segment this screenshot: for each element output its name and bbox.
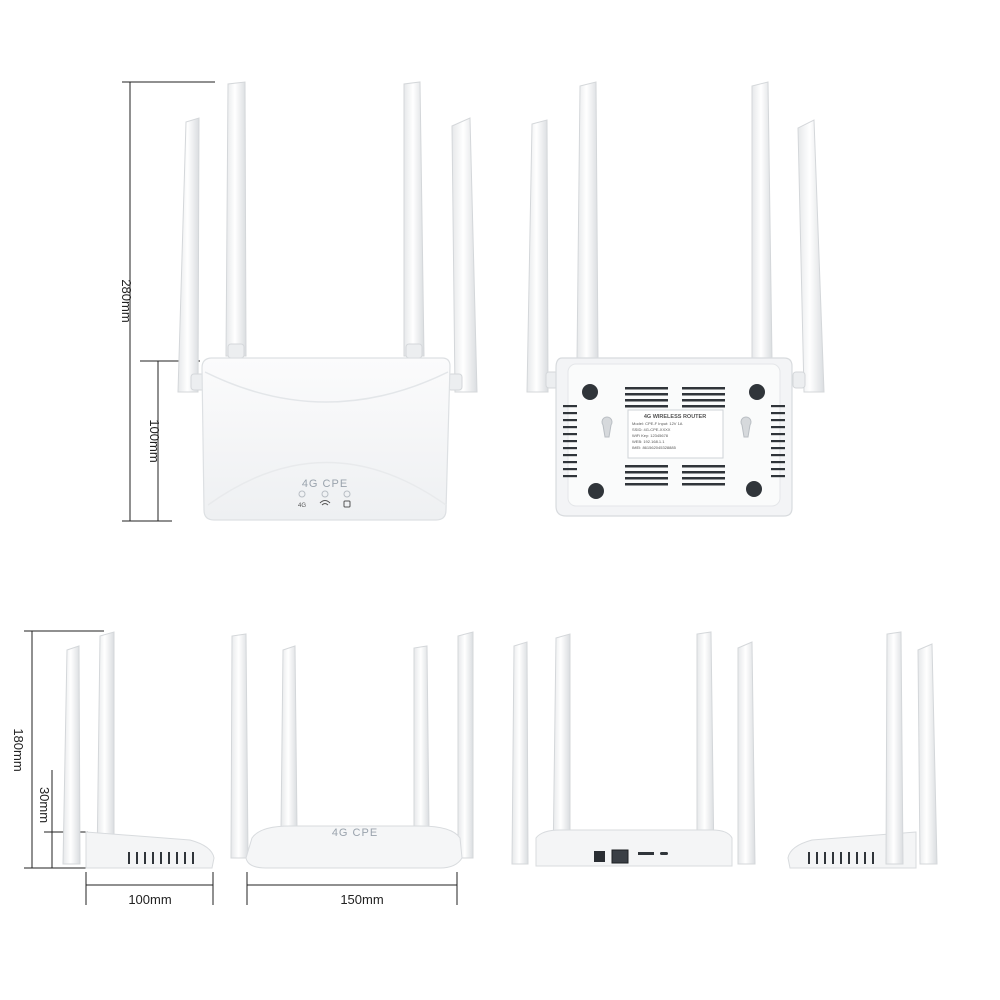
side-height-label: 180mm [11,728,26,771]
lan-icon [343,500,351,508]
side-view-right [787,631,938,869]
side-body-left [85,831,215,869]
product-label: 4G WIRELESS ROUTER Model: CPE-F Input: 1… [627,409,724,459]
front-body [201,357,451,521]
label-line: SSID: 4G-CPE-XXXX [632,427,671,432]
indicator-leds: 4G [298,490,351,509]
label-line: WiFi Key: 12345678 [632,433,669,438]
front-low-logo: 4G CPE [332,827,378,839]
dimension-body-height: 100mm [140,360,200,521]
front-low-view: 4G CPE 150mm [230,631,474,907]
back-view: 4G WIRELESS ROUTER Model: CPE-F Input: 1… [526,81,825,517]
dimension-side-width: 100mm [85,872,214,907]
wifi-icon [319,500,331,506]
dimension-front-height: 280mm [119,81,215,522]
body-height-label: 100mm [147,419,162,462]
label-line: Model: CPE-F Input: 12V 1A [632,421,683,426]
wall-mount-holes [601,416,752,438]
indicator-4g-label: 4G [298,503,306,509]
side-body-right [787,831,917,869]
reset-button [660,852,668,855]
dimension-front-width: 150mm [246,872,458,907]
rubber-feet [582,384,765,499]
rear-ports-body [535,829,733,867]
front-view: 280mm 100mm 4G CPE 4G [119,81,478,522]
rear-ports-view [511,631,756,867]
side-vents-2 [808,852,874,864]
front-height-label: 280mm [119,279,134,322]
bottom-vents [625,465,725,486]
power-port [594,851,605,862]
front-antennas [177,81,478,393]
side-width-label: 100mm [128,892,171,907]
label-title: 4G WIRELESS ROUTER [644,414,706,420]
side-vents-left [563,405,577,478]
label-line: IMEI: 861562045328885 [632,445,677,450]
sim-slot [638,852,654,855]
side-vents-right [771,405,785,478]
side-body-label: 30mm [37,787,52,823]
front-width-label: 150mm [340,892,383,907]
front-low-body [245,825,463,869]
side-view-left: 180mm 30mm 100mm [11,630,215,907]
ethernet-port [611,849,629,864]
back-antennas [526,81,825,393]
top-vents [625,387,725,408]
side-vents [128,852,194,864]
label-line: WEB: 192.168.1.1 [632,439,665,444]
front-logo: 4G CPE [302,478,348,490]
